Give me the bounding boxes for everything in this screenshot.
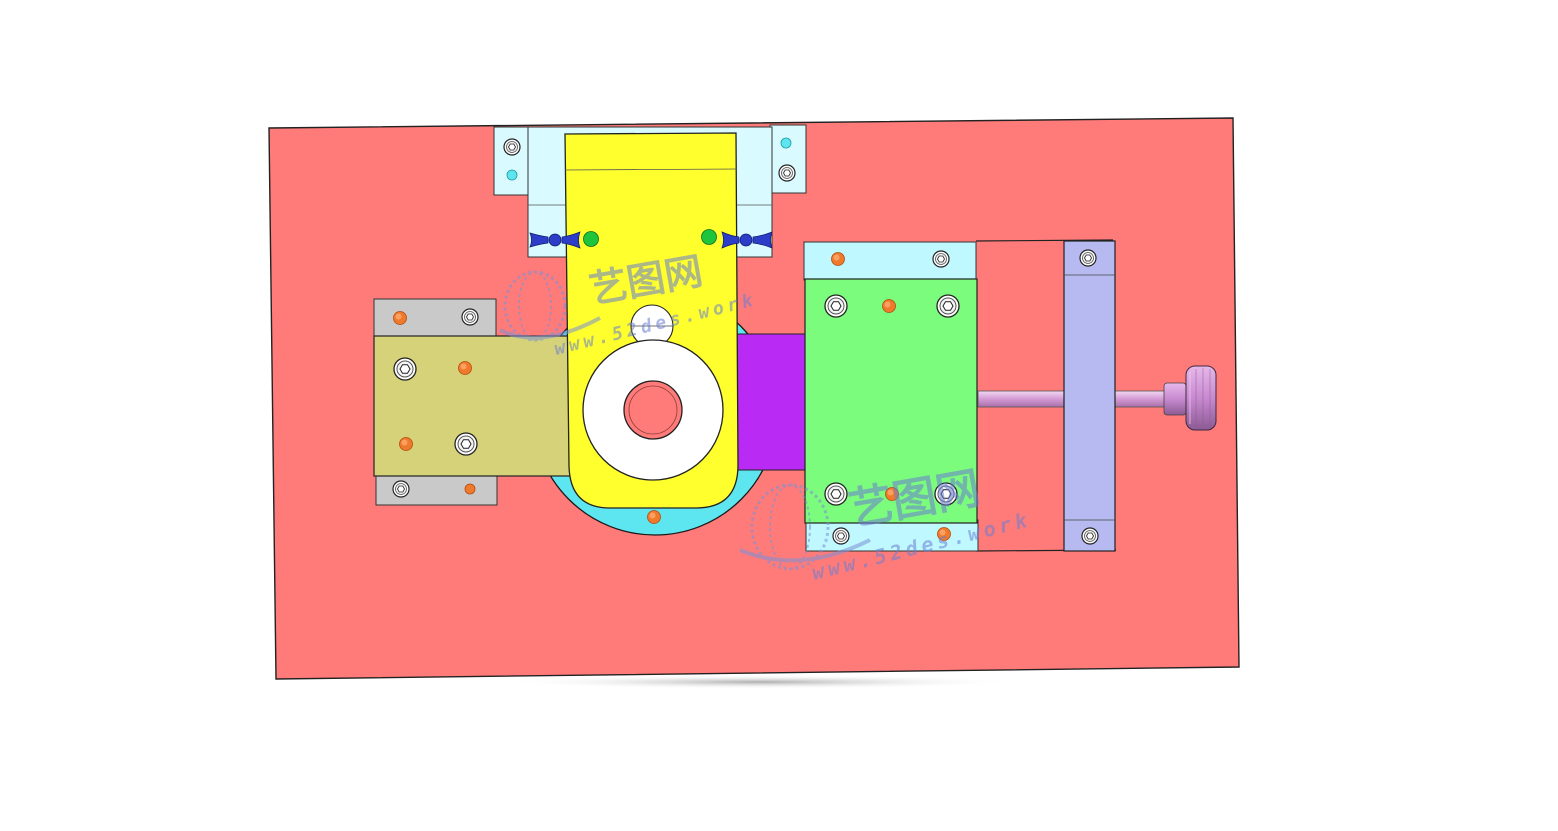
side-bar-screw-icon	[1081, 527, 1099, 545]
slide-screw-icon	[824, 294, 848, 318]
clamp-pin-icon	[458, 361, 472, 375]
slide-pin-icon	[831, 252, 845, 266]
handle-knob-icon	[1185, 365, 1217, 431]
clamp-screw-icon	[454, 432, 478, 456]
green-pin-icon	[701, 229, 717, 245]
globe-logo-icon	[739, 483, 871, 571]
clamp-pin-icon	[464, 483, 476, 495]
yellow-arm	[564, 132, 739, 509]
slide-screw-icon	[832, 527, 850, 545]
bushing-bore	[623, 380, 683, 440]
left-clamp	[373, 298, 581, 506]
wing-nut-right-icon	[721, 231, 773, 249]
clamp-pin-icon	[399, 437, 413, 451]
wing-nut-left-icon	[529, 231, 581, 249]
bracket-pin-icon	[506, 169, 518, 181]
slide-screw-icon	[932, 250, 950, 268]
green-slide	[803, 241, 979, 552]
slide-screw-icon	[824, 482, 848, 506]
green-pin-icon	[583, 231, 599, 247]
purple-link	[735, 333, 809, 471]
clamp-pin-icon	[393, 311, 407, 325]
slide-screw-icon	[936, 294, 960, 318]
bracket-pin-icon	[780, 137, 792, 149]
slide-pin-icon	[882, 299, 896, 313]
clamp-screw-icon	[392, 480, 410, 498]
clamp-screw-icon	[461, 308, 479, 326]
side-bar	[1063, 240, 1116, 552]
bracket-screw-icon	[503, 138, 521, 156]
disc-pin-icon	[647, 510, 661, 524]
bracket-screw-icon	[778, 164, 796, 182]
clamp-screw-icon	[393, 357, 417, 381]
globe-logo-icon	[499, 270, 601, 342]
side-bar-screw-icon	[1079, 249, 1097, 267]
ground-shadow	[500, 675, 1020, 689]
